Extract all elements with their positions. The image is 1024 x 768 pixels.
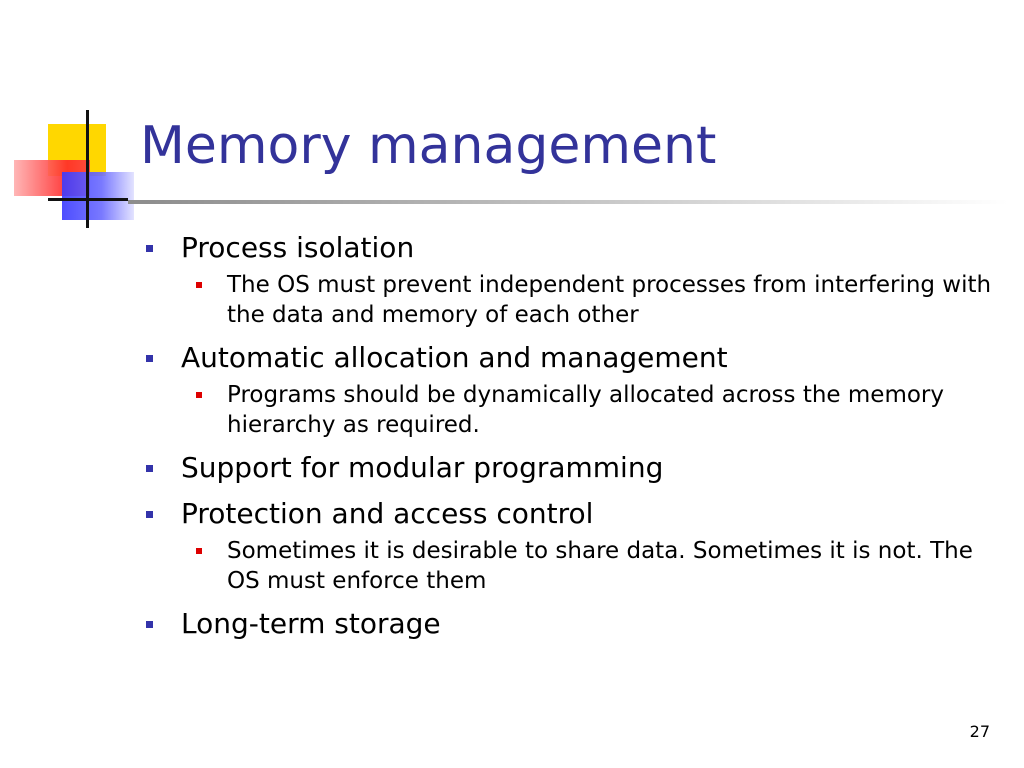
square-bullet-icon — [146, 465, 153, 472]
bullet-item: Protection and access control Sometimes … — [146, 496, 1006, 596]
sub-bullet-item: The OS must prevent independent processe… — [181, 270, 1006, 330]
corner-logo-blue-bar — [62, 172, 134, 220]
sub-bullet-item: Sometimes it is desirable to share data.… — [181, 536, 1006, 596]
page-number: 27 — [969, 722, 990, 741]
sub-bullet-text: Sometimes it is desirable to share data.… — [227, 538, 973, 594]
square-bullet-icon — [146, 355, 153, 362]
sub-bullet-list: Sometimes it is desirable to share data.… — [181, 536, 1006, 596]
bullet-text: Support for modular programming — [181, 451, 664, 484]
bullet-item: Support for modular programming — [146, 450, 1006, 486]
square-bullet-icon — [196, 282, 202, 288]
bullet-list: Process isolation The OS must prevent in… — [146, 230, 1006, 652]
sub-bullet-list: The OS must prevent independent processe… — [181, 270, 1006, 330]
bullet-text: Protection and access control — [181, 497, 594, 530]
bullet-text: Long-term storage — [181, 607, 441, 640]
sub-bullet-list: Programs should be dynamically allocated… — [181, 380, 1006, 440]
bullet-text: Process isolation — [181, 231, 415, 264]
sub-bullet-text: Programs should be dynamically allocated… — [227, 382, 944, 438]
square-bullet-icon — [196, 392, 202, 398]
bullet-item: Process isolation The OS must prevent in… — [146, 230, 1006, 330]
square-bullet-icon — [146, 511, 153, 518]
slide-title: Memory management — [140, 116, 717, 176]
square-bullet-icon — [146, 621, 153, 628]
bullet-item: Automatic allocation and management Prog… — [146, 340, 1006, 440]
square-bullet-icon — [196, 548, 202, 554]
bullet-text: Automatic allocation and management — [181, 341, 728, 374]
title-underline — [128, 200, 1008, 204]
sub-bullet-text: The OS must prevent independent processe… — [227, 272, 992, 328]
corner-logo-horizontal-line — [48, 198, 128, 201]
corner-logo-vertical-line — [86, 110, 89, 228]
square-bullet-icon — [146, 245, 153, 252]
bullet-item: Long-term storage — [146, 606, 1006, 642]
sub-bullet-item: Programs should be dynamically allocated… — [181, 380, 1006, 440]
